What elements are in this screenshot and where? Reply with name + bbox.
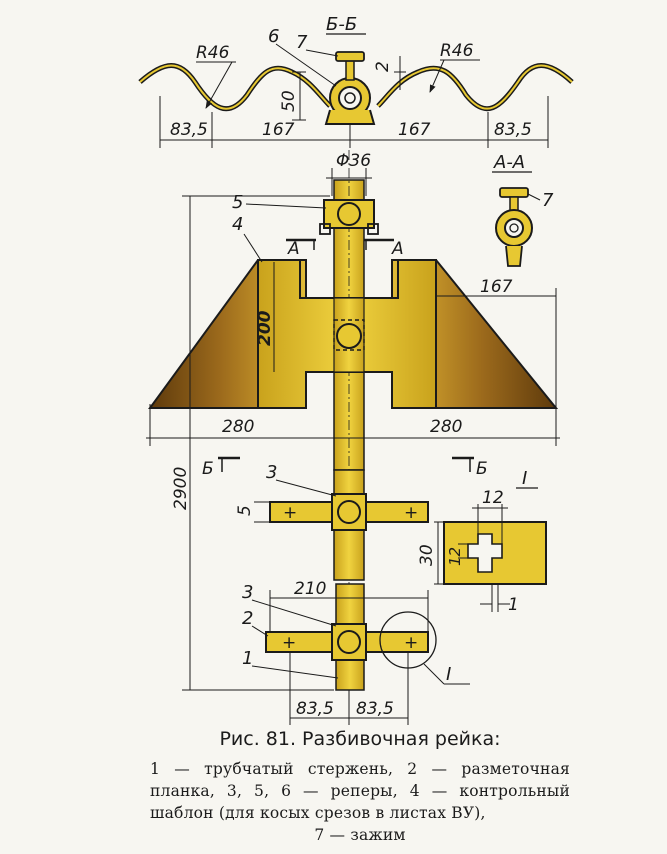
- label-1: 1: [242, 648, 253, 669]
- plus-mark-ll: +: [282, 633, 296, 653]
- dim-210: 210: [294, 579, 326, 599]
- dim-200: 200: [255, 310, 275, 346]
- dim-83-5-right: 83,5: [494, 120, 532, 140]
- technical-drawing: Б-Б R46 R46 6 7 50 2: [138, 14, 574, 725]
- label-5: 5: [232, 192, 243, 213]
- plus-mark-ur: +: [404, 503, 418, 523]
- dim-5: 5: [235, 505, 255, 516]
- dim-280-left: 280: [222, 417, 254, 437]
- section-aa-label: А-А: [493, 152, 525, 173]
- dim-280-right: 280: [430, 417, 462, 437]
- figure-caption: Рис. 81. Разбивочная рейка: 1 — трубчаты…: [150, 728, 570, 846]
- template-hole: [336, 323, 362, 349]
- dim-83-5-bottom-right: 83,5: [356, 699, 394, 719]
- caption-title: Рис. 81. Разбивочная рейка:: [219, 728, 501, 750]
- label-7-top: 7: [296, 32, 308, 53]
- dim-167-right: 167: [398, 120, 431, 140]
- dim-r46-right: R46: [440, 41, 474, 61]
- dim-r46-left: R46: [196, 43, 230, 63]
- dim-50: 50: [279, 90, 299, 112]
- caption-body: 1 — трубчатый стержень, 2 — разметочная …: [150, 758, 570, 846]
- section-bb-view: Б-Б R46 R46 6 7 50 2: [138, 14, 574, 148]
- clamp-7-side: [499, 187, 529, 198]
- plus-mark-lr: +: [404, 633, 418, 653]
- dim-2: 2: [373, 61, 393, 72]
- dim-30: 30: [417, 544, 437, 566]
- dim-dia-36: Φ36: [336, 151, 371, 171]
- clamp-7-top: [335, 51, 365, 62]
- detail-i-marker: I: [446, 664, 451, 685]
- dim-83-5-left: 83,5: [170, 120, 208, 140]
- cut-a-right: А: [391, 239, 404, 259]
- plus-mark-ul: +: [283, 503, 297, 523]
- dim-12-width: 12: [482, 488, 504, 508]
- cut-b-left: Б: [202, 459, 214, 479]
- dim-1: 1: [508, 595, 519, 615]
- main-elevation: Φ36 5 А А 4 200 167: [146, 150, 560, 725]
- dim-83-5-bottom-left: 83,5: [296, 699, 334, 719]
- label-3-lower: 3: [242, 582, 253, 603]
- cut-a-left: А: [287, 239, 300, 259]
- cut-b-right: Б: [476, 459, 488, 479]
- detail-i-view: I 12 30 12 1: [417, 468, 547, 615]
- dim-12-height: 12: [446, 547, 464, 566]
- dim-167-left: 167: [262, 120, 295, 140]
- label-6: 6: [268, 26, 279, 47]
- label-4: 4: [232, 214, 243, 235]
- detail-i-title: I: [522, 468, 527, 489]
- section-aa-view: А-А 7: [492, 152, 554, 267]
- dim-167-template: 167: [480, 277, 513, 297]
- label-3-upper: 3: [266, 462, 277, 483]
- label-2: 2: [242, 608, 253, 629]
- label-7-side: 7: [542, 190, 554, 211]
- dim-2900: 2900: [171, 467, 191, 510]
- caption-text: 1 — трубчатый стержень, 2 — разметочная …: [150, 760, 570, 822]
- caption-last-line: 7 — зажим: [314, 826, 406, 844]
- detail-i-plate: [443, 521, 547, 585]
- section-bb-label: Б-Б: [326, 14, 357, 35]
